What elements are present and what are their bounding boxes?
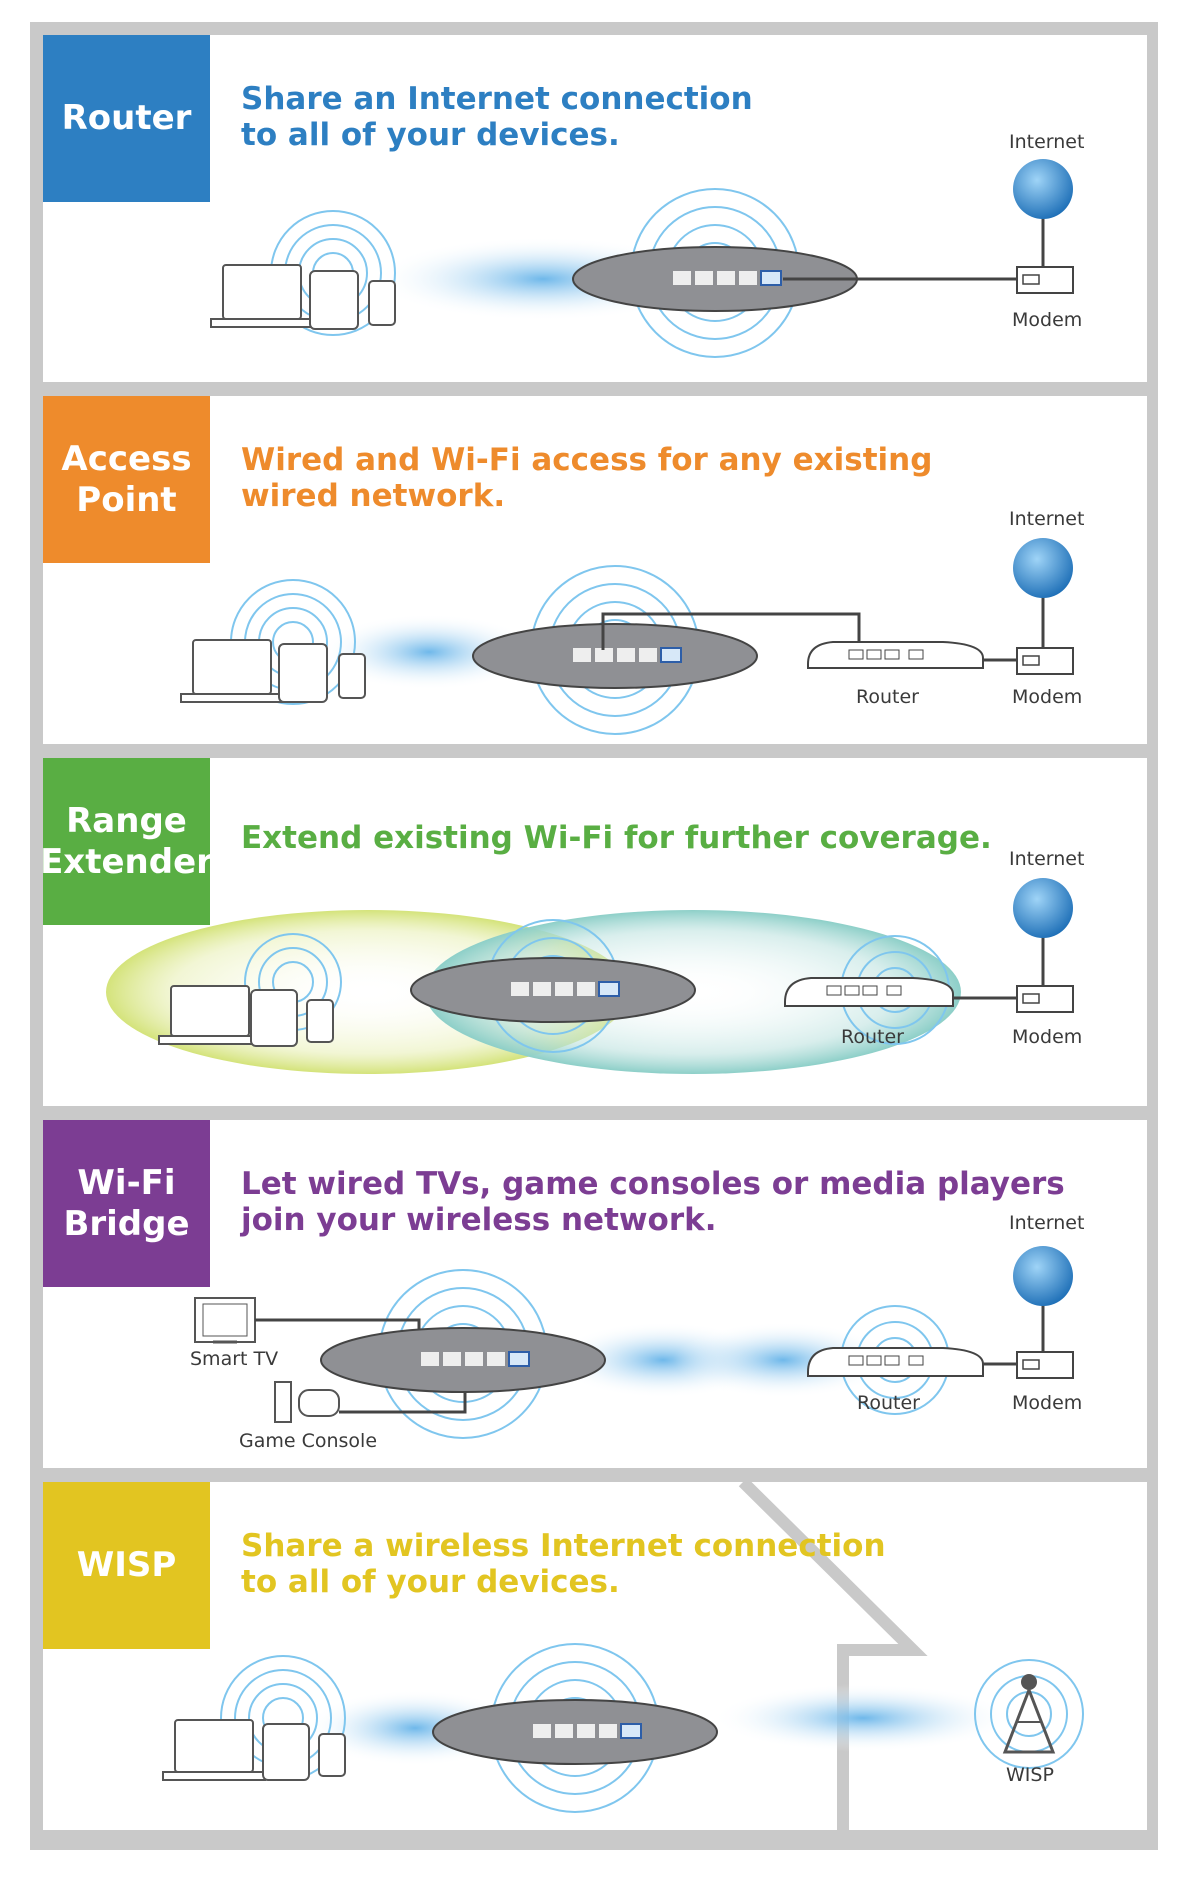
mode-label-access-point: Access Point [43,396,210,563]
modem-icon [1016,266,1074,294]
tag-internet: Internet [1009,131,1085,153]
laptop-icon [158,985,262,1045]
laptop-icon [180,639,284,703]
phone-icon [338,653,366,699]
phone-icon [368,280,396,326]
phone-icon [306,999,334,1043]
tag-internet: Internet [1009,1212,1085,1234]
wisp-diagram [162,1482,1084,1830]
globe-icon [1013,878,1073,938]
tv-icon [194,1297,256,1344]
mode-label-wifi-bridge: Wi-Fi Bridge [43,1120,210,1287]
signal-beam [319,614,539,690]
extender-device-icon [472,623,758,689]
tag-router: Router [857,1392,920,1414]
tag-internet: Internet [1009,848,1085,870]
panel-wifi-bridge: Wi-Fi Bridge Let wired TVs, game console… [43,1120,1147,1468]
panel-router: Router Share an Internet connection to a… [43,35,1147,382]
tablet-icon [278,643,328,703]
tag-smart-tv: Smart TV [190,1348,279,1370]
tag-router: Router [841,1026,904,1048]
router-icon [784,977,954,1007]
tag-modem: Modem [1012,1026,1083,1048]
modem-icon [1016,1351,1074,1379]
modem-icon [1016,985,1074,1013]
tag-modem: Modem [1012,1392,1083,1414]
tag-modem: Modem [1012,309,1083,331]
headline-access-point: Wired and Wi-Fi access for any existing … [241,442,933,514]
headline-wisp: Share a wireless Internet connection to … [241,1528,886,1600]
router-icon [807,641,984,669]
tablet-icon [250,989,298,1047]
range-extender-diagram [106,878,1074,1074]
mode-label-router: Router [43,35,210,202]
globe-icon [1013,538,1073,598]
wisp-tower-icon [1002,1674,1056,1754]
mode-label-range-extender: Range Extender [43,758,213,925]
tag-game-console: Game Console [239,1430,378,1452]
phone-icon [318,1733,346,1777]
tag-wisp: WISP [1006,1764,1054,1786]
tablet-icon [309,270,359,330]
wifi-bridge-diagram [194,1246,1074,1439]
tag-modem: Modem [1012,686,1083,708]
extender-device-icon [572,246,858,312]
tablet-icon [262,1723,310,1781]
game-console-icon [274,1381,340,1423]
tag-router: Router [856,686,919,708]
headline-range-extender: Extend existing Wi-Fi for further covera… [241,820,992,856]
mode-label-wisp: WISP [43,1482,210,1649]
router-diagram [210,159,1074,358]
signal-beam [713,1684,1013,1752]
tag-internet: Internet [1009,508,1085,530]
signal-beam [673,1322,893,1398]
extender-device-icon [320,1327,606,1393]
globe-icon [1013,159,1073,219]
panel-access-point: Access Point Wired and Wi-Fi access for … [43,396,1147,744]
panel-range-extender: Range Extender Extend existing Wi-Fi for… [43,758,1147,1106]
headline-router: Share an Internet connection to all of y… [241,81,753,153]
laptop-icon [210,264,314,328]
laptop-icon [162,1719,266,1781]
panel-wisp: WISP Share a wireless Internet connectio… [43,1482,1147,1830]
globe-icon [1013,1246,1073,1306]
extender-device-icon [432,1699,718,1765]
modem-icon [1016,647,1074,675]
access-point-diagram [180,538,1074,735]
headline-wifi-bridge: Let wired TVs, game consoles or media pl… [241,1166,1065,1238]
extender-device-icon [410,957,696,1023]
router-icon [807,1347,984,1377]
